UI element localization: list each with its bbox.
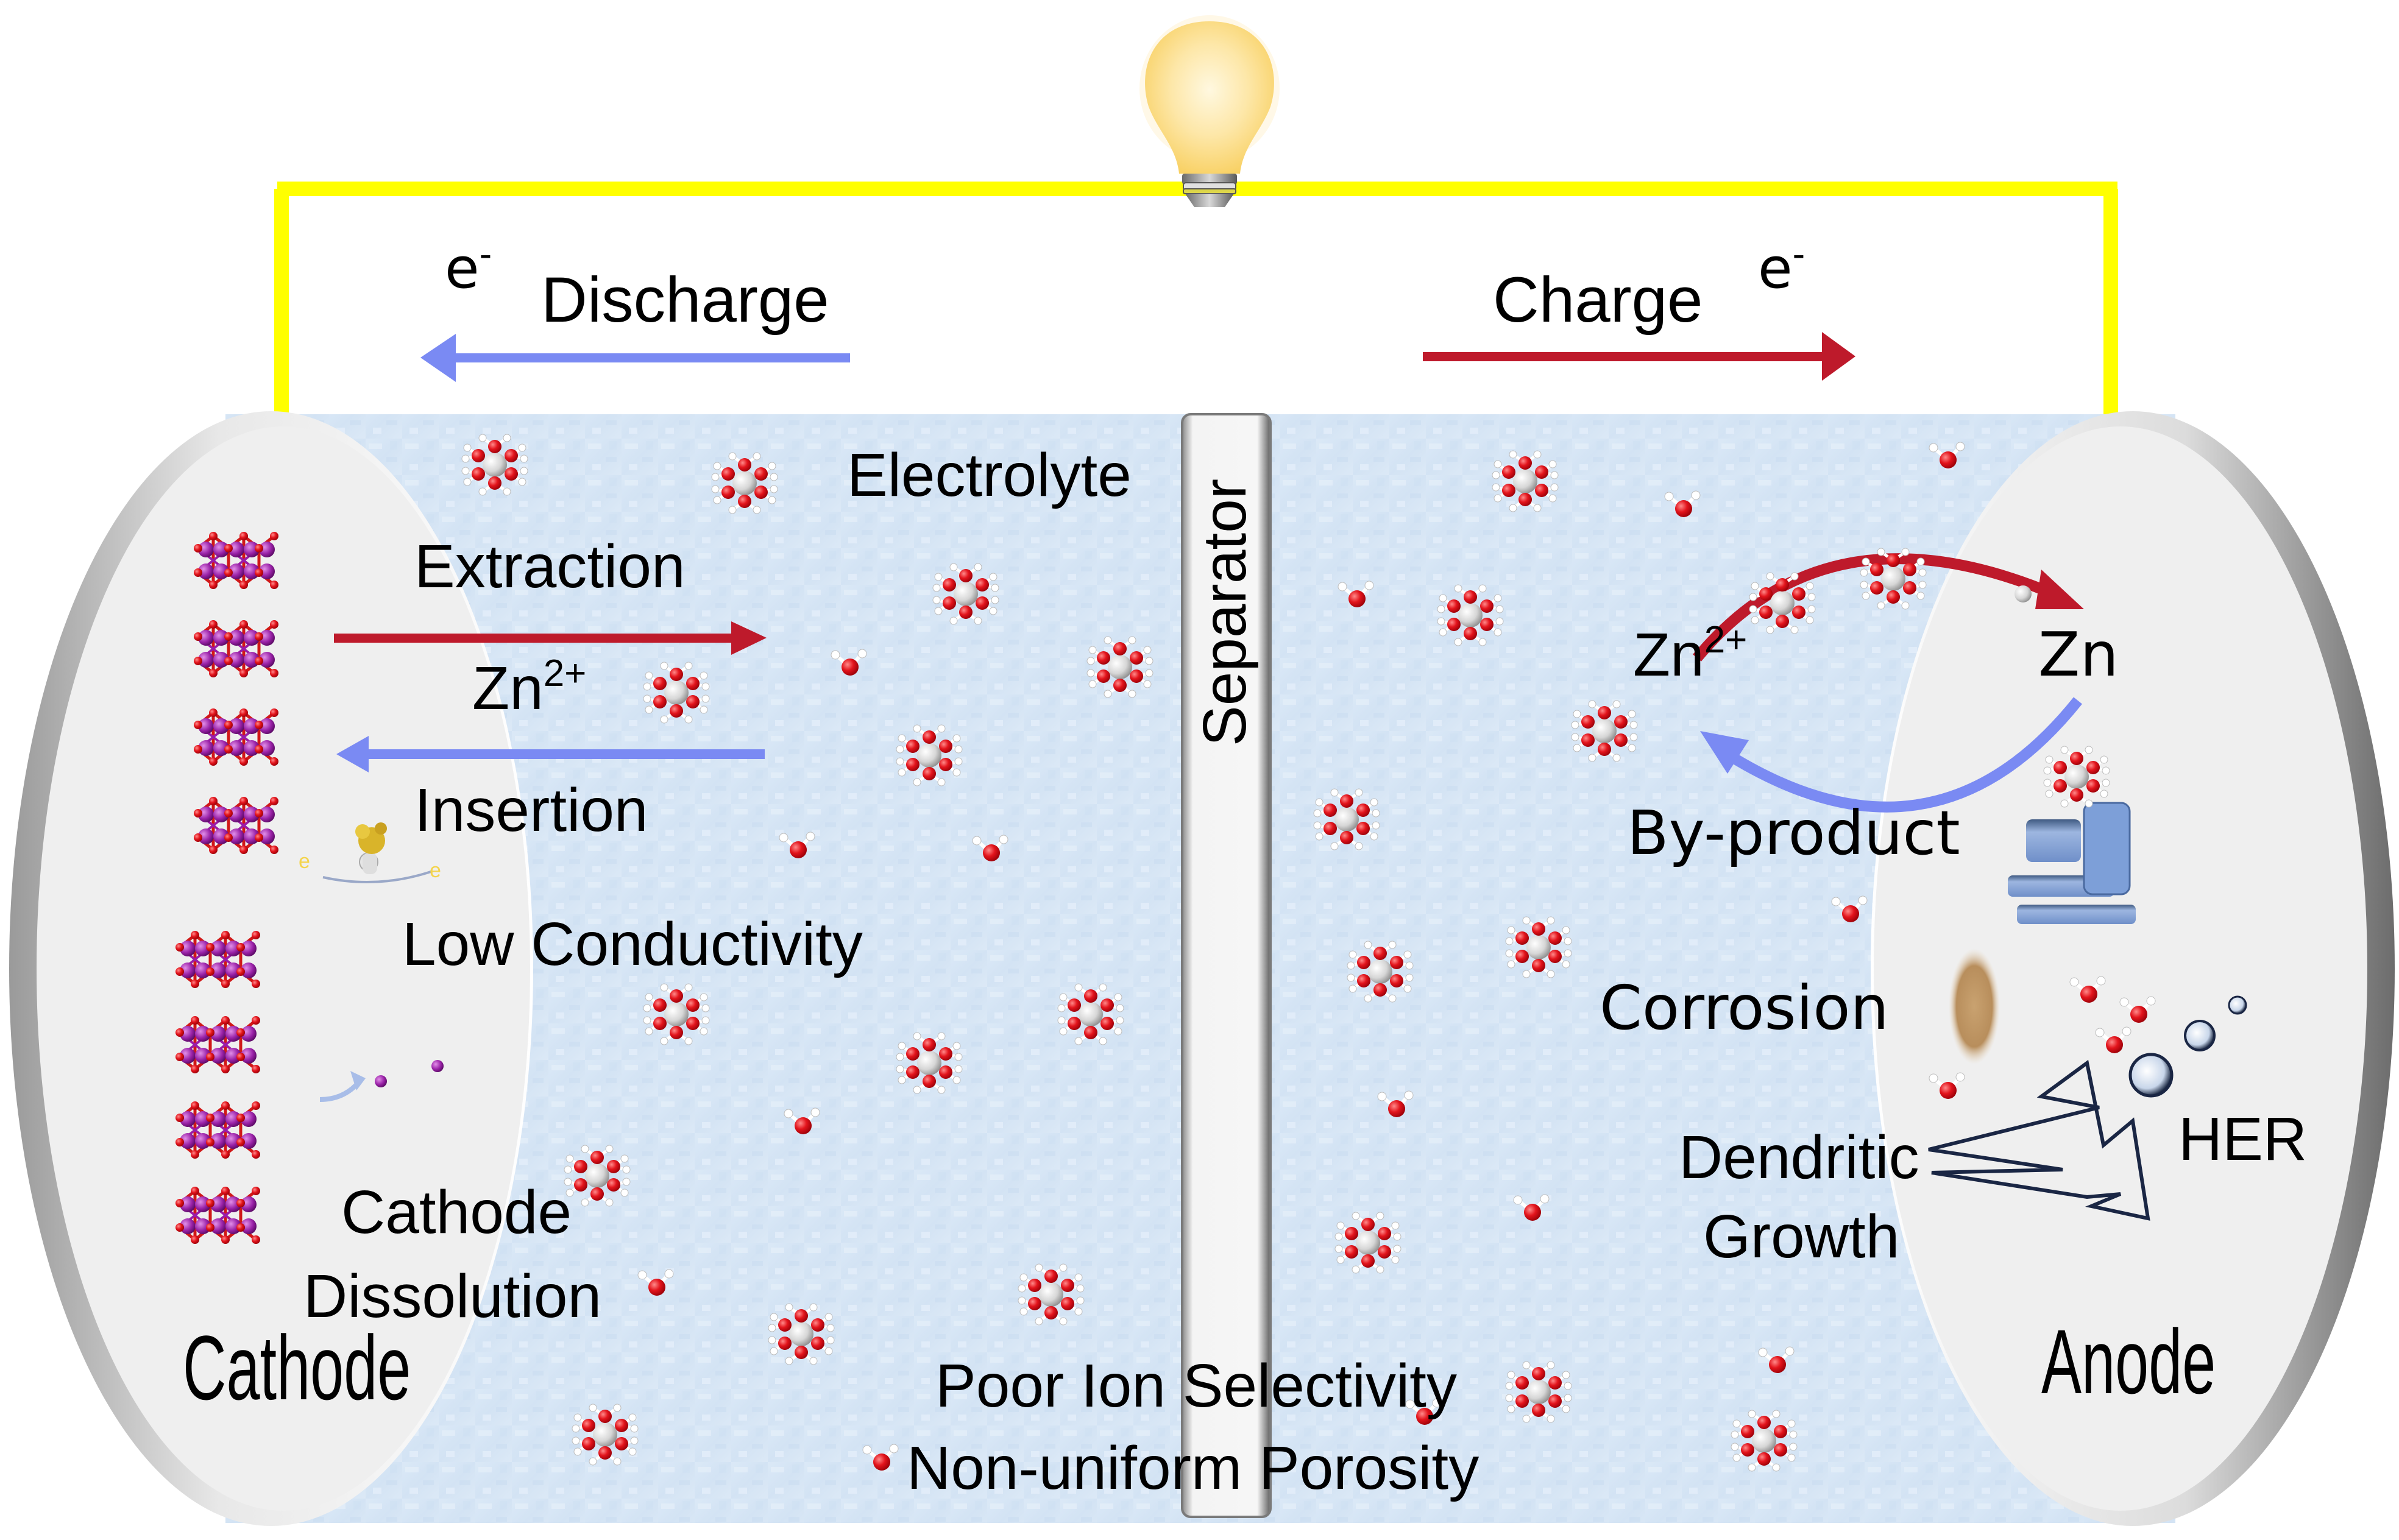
ion-symbol: Zn xyxy=(472,654,544,722)
plating-arrow xyxy=(1693,553,2084,662)
dendrite-icon xyxy=(1928,1059,2150,1221)
dendritic-growth-label-line2: Growth xyxy=(1703,1203,1900,1271)
separator-label: Separator xyxy=(1191,478,1259,746)
cathode-electrode xyxy=(9,411,533,1526)
light-bulb-icon xyxy=(1139,15,1280,207)
separator-issue-selectivity: Poor Ion Selectivity xyxy=(935,1352,1457,1420)
insertion-arrow xyxy=(336,736,765,772)
anode-zn-ion-label: Zn2+ xyxy=(1633,621,1747,685)
anode-label: Anode xyxy=(2041,1310,2216,1413)
ion-symbol: Zn xyxy=(1633,621,1704,689)
zinc-metal-label: Zn xyxy=(2038,619,2119,690)
cathode-dissolution-label-line2: Dissolution xyxy=(303,1262,602,1330)
svg-text:e: e xyxy=(299,850,310,873)
extraction-arrow xyxy=(334,621,767,655)
low-conductivity-label: Low Conductivity xyxy=(402,910,863,978)
hydrogen-bubbles-icon xyxy=(2128,995,2247,1098)
electrolyte-label: Electrolyte xyxy=(847,441,1132,509)
cathode-zn-ion-label: Zn2+ xyxy=(472,654,586,719)
discharge-label: Discharge xyxy=(541,264,829,336)
charge-electron-label: e- xyxy=(1758,237,1805,297)
dendritic-growth-label-line1: Dendritic xyxy=(1679,1123,1919,1192)
stripping-arrow xyxy=(1700,697,2083,813)
dissolved-metal-ions xyxy=(319,1060,444,1102)
electron-symbol: e xyxy=(1758,236,1793,301)
corrosion-label: Corrosion xyxy=(1600,972,1889,1044)
svg-text:e: e xyxy=(430,859,441,882)
zinc-atom-icon xyxy=(2015,585,2032,602)
electron-symbol: e xyxy=(445,236,480,301)
cathode-label: Cathode xyxy=(183,1316,411,1419)
cathode-dissolution-label-line1: Cathode xyxy=(341,1178,572,1246)
electron-charge: - xyxy=(479,234,492,275)
insertion-label: Insertion xyxy=(414,776,648,844)
separator-issue-porosity: Non-uniform Porosity xyxy=(907,1434,1479,1502)
byproduct-plates-icon xyxy=(2008,802,2136,924)
electron-charge: - xyxy=(1792,234,1805,275)
ion-charge: 2+ xyxy=(1704,618,1748,661)
charge-electron-arrow xyxy=(1423,332,1855,381)
ion-charge: 2+ xyxy=(543,652,587,694)
separator-membrane xyxy=(1181,413,1272,1518)
byproduct-label: By-product xyxy=(1627,797,1960,869)
anode-electrode xyxy=(1871,411,2395,1526)
discharge-electron-label: e- xyxy=(445,237,492,297)
discharge-electron-arrow xyxy=(420,334,850,382)
her-label: HER xyxy=(2178,1105,2308,1173)
electron-carrier-figure-icon: e e xyxy=(299,822,441,883)
extraction-label: Extraction xyxy=(414,532,686,601)
charge-label: Charge xyxy=(1493,264,1703,336)
corrosion-particle-icon xyxy=(1949,948,2000,1064)
